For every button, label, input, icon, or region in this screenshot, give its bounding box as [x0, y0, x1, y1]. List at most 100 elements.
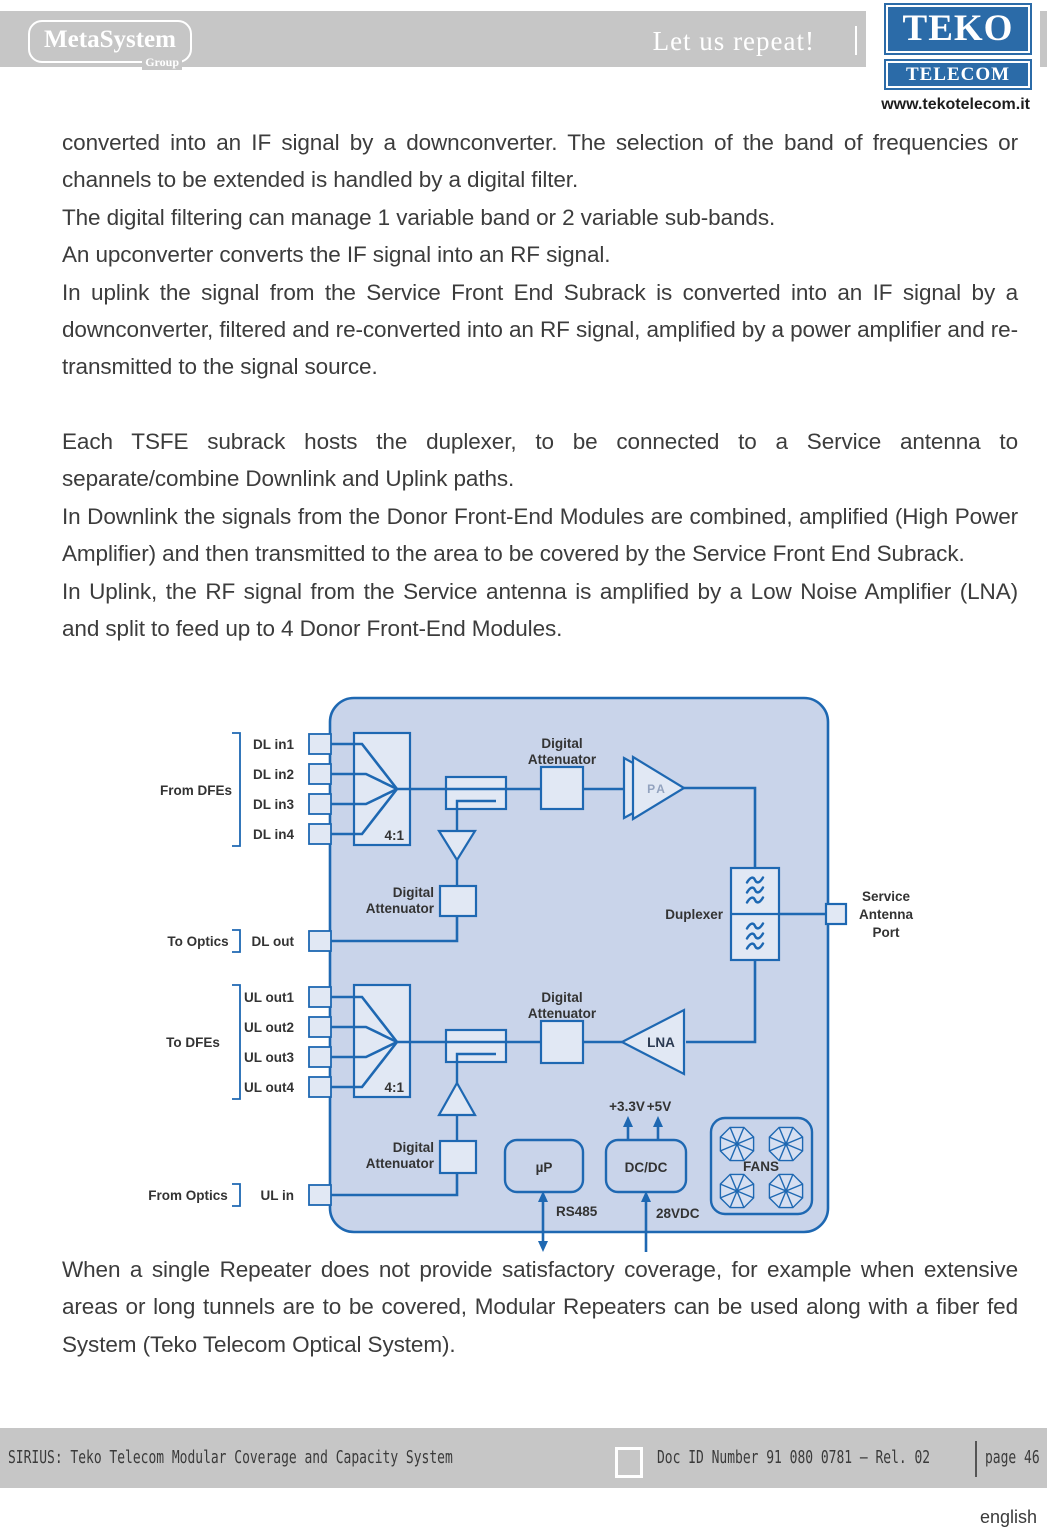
duplexer-label: Duplexer — [665, 907, 724, 922]
ul-out4-label: UL out4 — [244, 1080, 294, 1095]
edge-ports — [308, 733, 332, 1206]
ul-attenuator-in-label-1: Digital — [393, 1140, 434, 1155]
dl-in3-port — [308, 793, 332, 815]
v33-arrowhead — [623, 1116, 633, 1127]
ul-attenuator-in-label-2: Attenuator — [366, 1156, 435, 1171]
ul-in-port — [308, 1184, 332, 1206]
from-optics-label: From Optics — [148, 1188, 228, 1203]
tsfe-block-diagram: 4:1 Digital Attenuator PA Digital Attenu… — [148, 696, 913, 1252]
ul-out2-port — [308, 1016, 332, 1038]
dl-combiner-ratio-label: 4:1 — [384, 828, 404, 843]
rs485-arrowhead-down — [538, 1241, 548, 1252]
dl-attenuator-tap-label-1: Digital — [393, 885, 434, 900]
from-dfes-label: From DFEs — [160, 783, 232, 798]
rs485-label: RS485 — [556, 1204, 598, 1219]
dl-tap-amplifier — [437, 829, 477, 863]
group-brackets — [232, 732, 241, 1207]
body-text: In Uplink, the RF signal from the Servic… — [62, 578, 1018, 642]
dl-attenuator-main-label-2: Attenuator — [528, 752, 597, 767]
paragraph-3: When a single Repeater does not provide … — [62, 1251, 1018, 1363]
ul-out1-label: UL out1 — [244, 990, 294, 1005]
rs485-arrowhead-up — [538, 1191, 548, 1202]
to-optics-label: To Optics — [167, 934, 228, 949]
ul-out2-label: UL out2 — [244, 1020, 294, 1035]
metasystem-logo: MetaSystem Group — [28, 20, 192, 70]
service-antenna-port — [824, 902, 848, 926]
footer-page-number: page 46 — [985, 1447, 1040, 1468]
dl-out-line — [331, 916, 459, 943]
ul-in-line — [331, 1173, 459, 1197]
metasystem-logo-group: Group — [142, 55, 182, 70]
fan-icon — [768, 1173, 804, 1209]
body-text: An upconverter converts the IF signal in… — [62, 242, 611, 268]
dl-digital-attenuator-main — [539, 765, 585, 811]
fans-label: FANS — [743, 1159, 779, 1174]
tagline: Let us repeat! — [652, 26, 815, 56]
fan-icon — [768, 1126, 804, 1162]
header-divider — [855, 26, 857, 55]
fan-icon — [719, 1173, 755, 1209]
ul-fan-lines — [331, 995, 399, 1089]
v5-arrowhead — [653, 1116, 663, 1127]
dl-in1-port — [308, 733, 332, 755]
dl-digital-attenuator-tap — [438, 884, 478, 918]
body-text: In Downlink the signals from the Donor F… — [62, 503, 1018, 567]
service-port-label-1: Service — [862, 889, 911, 904]
dl-out-label: DL out — [252, 934, 295, 949]
teko-logo-bottom: TELECOM — [884, 59, 1032, 90]
language-label: english — [979, 1507, 1037, 1527]
body-text: The digital filtering can manage 1 varia… — [62, 204, 776, 230]
body-text: When a single Repeater does not provide … — [62, 1257, 1018, 1357]
dl-in2-label: DL in2 — [253, 767, 294, 782]
pa-label: PA — [647, 782, 667, 796]
website-link[interactable]: www.tekotelecom.it — [881, 96, 1030, 113]
duplexer-to-lna-line — [686, 960, 757, 1044]
dl-coupler — [444, 775, 508, 811]
dl-in4-label: DL in4 — [253, 827, 294, 842]
dl-in3-label: DL in3 — [253, 797, 294, 812]
teko-logo-top: TEKO — [884, 3, 1032, 55]
dl-in2-port — [308, 763, 332, 785]
body-text: Each TSFE subrack hosts the duplexer, to… — [62, 429, 1018, 492]
footer-divider — [975, 1441, 977, 1477]
ul-attenuator-main-label-1: Digital — [541, 990, 582, 1005]
ul-out3-port — [308, 1046, 332, 1068]
dl-in1-label: DL in1 — [253, 737, 294, 752]
footer-checkbox-marker — [615, 1447, 643, 1478]
lna-amplifier — [619, 1008, 686, 1076]
duplexer-section: Duplexer Service Antenna Port — [665, 866, 913, 1044]
ul-coupler — [444, 1028, 508, 1064]
dl-attenuator-main-label-1: Digital — [541, 736, 582, 751]
ul-out4-port — [308, 1076, 332, 1098]
ul-digital-attenuator-in — [438, 1139, 478, 1175]
micro-processor-block — [503, 1138, 585, 1194]
paragraph-1: converted into an IF signal by a downcon… — [62, 124, 1018, 386]
metasystem-logo-name: MetaSystem — [44, 26, 176, 53]
footer-doc-id: Doc ID Number 91 080 0781 – Rel. 02 — [657, 1447, 931, 1468]
dl-chain: 4:1 Digital Attenuator PA Digital Attenu… — [331, 731, 757, 943]
micro-processor-label: µP — [536, 1160, 553, 1175]
pa-amplifier — [631, 755, 687, 821]
dl-out-port — [308, 930, 332, 952]
from-optics-bracket — [232, 1183, 241, 1207]
ul-digital-attenuator-main — [539, 1019, 585, 1065]
ul-attenuator-main-label-2: Attenuator — [528, 1006, 597, 1021]
ul-chain: 4:1 Digital Attenuator LNA Digital Atten… — [331, 983, 686, 1197]
lna-label: LNA — [647, 1035, 675, 1050]
v5-label: +5V — [647, 1099, 671, 1114]
to-optics-bracket — [232, 929, 241, 953]
paragraph-2: Each TSFE subrack hosts the duplexer, to… — [62, 423, 1018, 647]
body-text: In uplink the signal from the Service Fr… — [62, 279, 1018, 380]
v28-label: 28VDC — [656, 1206, 700, 1221]
from-dfes-bracket — [232, 732, 241, 847]
footer-bar — [0, 1428, 1047, 1488]
dl-coupled-line — [455, 799, 496, 831]
footer-doc-title: SIRIUS: Teko Telecom Modular Coverage an… — [8, 1447, 453, 1468]
control-power-section: µP RS485 DC/DC +3.3V +5V 28VDC FANS — [503, 1099, 814, 1252]
dl-attenuator-tap-label-2: Attenuator — [366, 901, 435, 916]
ul-in-label: UL in — [261, 1188, 295, 1203]
dl-fan-lines — [331, 742, 399, 836]
teko-telecom-logo: TEKO TELECOM — [866, 0, 1040, 97]
pa-to-duplexer-line — [684, 786, 757, 868]
